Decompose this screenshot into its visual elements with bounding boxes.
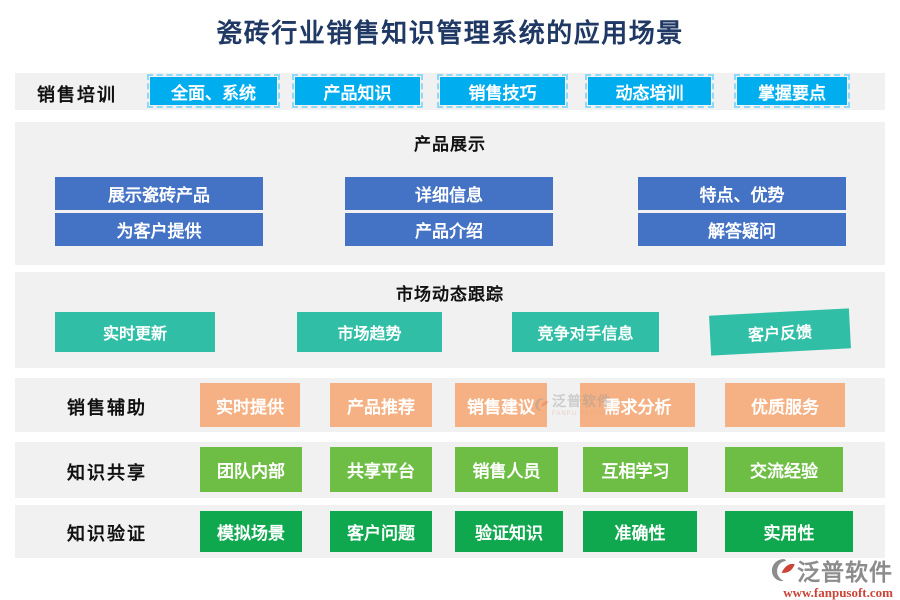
knowledge-verify-item: 准确性 bbox=[583, 511, 697, 552]
market-tracking-header: 市场动态跟踪 bbox=[396, 285, 504, 304]
knowledge-share-item: 互相学习 bbox=[583, 447, 688, 492]
market-tracking-section: 市场动态跟踪 实时更新 市场趋势 竞争对手信息 客户反馈 bbox=[15, 272, 885, 368]
knowledge-verify-label: 知识验证 bbox=[67, 524, 147, 544]
product-display-item: 为客户提供 bbox=[55, 213, 263, 246]
sales-assist-item: 销售建议 bbox=[455, 383, 547, 427]
sales-assist-item: 实时提供 bbox=[200, 383, 300, 427]
sales-training-item: 产品知识 bbox=[292, 74, 423, 108]
product-display-item: 展示瓷砖产品 bbox=[55, 177, 263, 210]
market-tracking-item: 市场趋势 bbox=[297, 312, 442, 352]
vendor-url-text: www.fanpusoft.com bbox=[783, 585, 893, 600]
knowledge-share-row: 知识共享 团队内部 共享平台 销售人员 互相学习 交流经验 bbox=[15, 442, 885, 498]
sales-assist-row: 销售辅助 实时提供 产品推荐 销售建议 需求分析 优质服务 泛普软件 FANPU… bbox=[15, 378, 885, 432]
knowledge-verify-item: 验证知识 bbox=[455, 511, 563, 552]
market-tracking-item: 客户反馈 bbox=[709, 308, 851, 356]
product-display-item: 产品介绍 bbox=[345, 213, 553, 246]
sales-training-row: 销售培训 全面、系统 产品知识 销售技巧 动态培训 掌握要点 bbox=[15, 73, 885, 110]
sales-training-item: 销售技巧 bbox=[437, 74, 568, 108]
product-display-section: 产品展示 展示瓷砖产品 详细信息 特点、优势 为客户提供 产品介绍 解答疑问 bbox=[15, 122, 885, 265]
knowledge-share-item: 团队内部 bbox=[200, 447, 302, 492]
knowledge-verify-item: 模拟场景 bbox=[200, 511, 302, 552]
sales-training-item: 掌握要点 bbox=[734, 74, 850, 108]
sales-assist-item: 产品推荐 bbox=[330, 383, 432, 427]
product-display-item: 解答疑问 bbox=[638, 213, 846, 246]
market-tracking-item: 实时更新 bbox=[55, 312, 215, 352]
sales-assist-label: 销售辅助 bbox=[67, 398, 147, 418]
vendor-brand-text: 泛普软件 bbox=[797, 559, 893, 585]
sales-training-label: 销售培训 bbox=[37, 85, 117, 105]
knowledge-share-item: 共享平台 bbox=[330, 447, 432, 492]
knowledge-share-item: 销售人员 bbox=[455, 447, 558, 492]
fanpu-logo-icon bbox=[771, 558, 795, 582]
sales-assist-item: 优质服务 bbox=[725, 383, 845, 427]
vendor-logo: 泛普软件 www.fanpusoft.com bbox=[770, 553, 893, 600]
knowledge-verify-row: 知识验证 模拟场景 客户问题 验证知识 准确性 实用性 bbox=[15, 505, 885, 558]
product-display-item: 特点、优势 bbox=[638, 177, 846, 210]
knowledge-share-label: 知识共享 bbox=[67, 463, 147, 483]
knowledge-verify-item: 实用性 bbox=[725, 511, 853, 552]
sales-training-item: 动态培训 bbox=[585, 74, 714, 108]
market-tracking-item: 竞争对手信息 bbox=[512, 312, 659, 352]
sales-training-item: 全面、系统 bbox=[147, 74, 280, 108]
knowledge-verify-item: 客户问题 bbox=[330, 511, 432, 552]
product-display-item: 详细信息 bbox=[345, 177, 553, 210]
page-title: 瓷砖行业销售知识管理系统的应用场景 bbox=[216, 18, 684, 48]
product-display-header: 产品展示 bbox=[414, 135, 486, 154]
knowledge-share-item: 交流经验 bbox=[725, 447, 843, 492]
sales-assist-item: 需求分析 bbox=[580, 383, 695, 427]
